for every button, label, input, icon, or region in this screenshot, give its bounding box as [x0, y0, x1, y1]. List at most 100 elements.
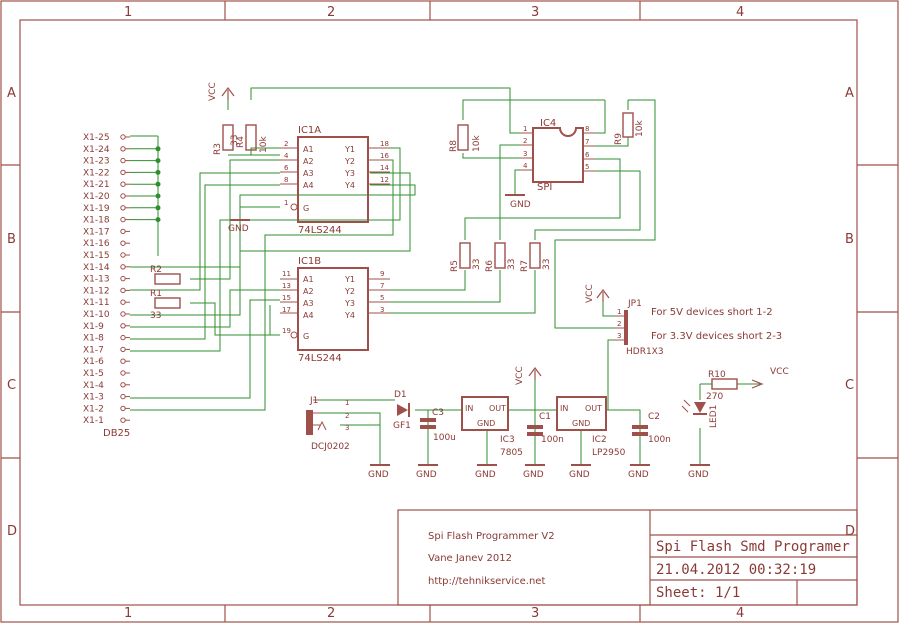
ic1b: IC1B 74LS244 A1 A2 A3 A4 Y1 Y2 Y3 Y4 G 1… [280, 256, 390, 364]
pin-label: Y1 [344, 145, 355, 154]
svg-text:VCC: VCC [585, 284, 595, 303]
svg-text:R1: R1 [150, 289, 162, 299]
pin-label: Y1 [344, 275, 355, 284]
svg-text:For 5V devices short 1-2: For 5V devices short 1-2 [651, 307, 773, 318]
col-label: 2 [327, 606, 335, 621]
connector-pin-label: X1-7 [83, 345, 104, 355]
row-label: C [7, 378, 16, 393]
svg-text:C3: C3 [432, 408, 444, 418]
pin-num: 2 [523, 137, 527, 145]
col-label: 4 [736, 5, 744, 20]
svg-text:GND: GND [523, 470, 544, 480]
connector-pin-label: X1-19 [83, 204, 110, 214]
connector-pin [120, 169, 126, 176]
pin-label: A3 [303, 299, 314, 308]
pin-num: 4 [284, 152, 289, 160]
connector-pin-label: X1-2 [83, 404, 104, 414]
pin-num: 16 [380, 152, 389, 160]
title-line3: http://tehnikservice.net [428, 576, 545, 587]
svg-text:1: 1 [617, 308, 621, 316]
capacitor-c3: C3 100u [420, 408, 456, 443]
svg-text:100n: 100n [541, 435, 564, 445]
gnd-symbol: GND [368, 464, 390, 480]
svg-text:GND: GND [475, 470, 496, 480]
connector-pin-label: X1-18 [83, 216, 110, 226]
svg-text:GND: GND [477, 419, 495, 428]
ic1a-name: IC1A [298, 125, 321, 136]
r3-value: 33 [230, 135, 240, 146]
pin-label: Y2 [344, 287, 355, 296]
gnd-symbol: GND [475, 464, 497, 480]
pin-num: 19 [282, 327, 291, 335]
svg-text:LP2950: LP2950 [592, 448, 626, 458]
pin-num: 12 [380, 176, 389, 184]
connector-pin [120, 405, 126, 412]
svg-text:C2: C2 [648, 412, 660, 422]
led-led1: LED1 [681, 399, 719, 428]
svg-text:1: 1 [345, 399, 349, 407]
svg-text:DCJ0202: DCJ0202 [311, 442, 350, 452]
pin-num: 5 [380, 294, 384, 302]
svg-text:R6: R6 [485, 260, 495, 272]
connector-pin [120, 252, 126, 258]
title-line1: Spi Flash Programmer V2 [428, 531, 555, 542]
pin-label: Y4 [344, 311, 355, 320]
connector-pin [120, 346, 126, 353]
svg-text:GF1: GF1 [393, 421, 411, 431]
connector-pin-label: X1-14 [83, 263, 110, 273]
svg-text:10k: 10k [472, 135, 482, 152]
svg-text:VCC: VCC [208, 82, 218, 101]
connector-pin-label: X1-17 [83, 227, 110, 237]
ic4-name: IC4 [540, 118, 556, 129]
connector-pin-label: X1-9 [83, 322, 104, 332]
pin-num: 7 [380, 282, 384, 290]
svg-text:100n: 100n [648, 435, 671, 445]
capacitor-c1: C1 100n [527, 412, 564, 445]
pin-num: 15 [282, 294, 291, 302]
wires [130, 87, 760, 465]
svg-text:VCC: VCC [770, 367, 789, 377]
ic1a: IC1A 74LS244 A1 A2 A3 A4 Y1 Y2 Y3 Y4 G 2… [280, 125, 390, 236]
svg-text:100u: 100u [433, 433, 456, 443]
resistor-r9: R9 10k [614, 112, 645, 145]
svg-text:R8: R8 [449, 140, 459, 152]
connector-pin-label: X1-23 [83, 157, 110, 167]
pin-label: Y2 [344, 157, 355, 166]
svg-text:OUT: OUT [489, 404, 506, 413]
gnd-symbol: GND [523, 464, 545, 480]
connector-pin-label: X1-6 [83, 357, 104, 367]
resistor-r5: R5 33 [450, 242, 482, 272]
connector-pin [120, 311, 126, 317]
title-block: Spi Flash Programmer V2 Vane Janev 2012 … [397, 509, 858, 606]
resistor-r7: R7 33 [520, 242, 552, 272]
svg-text:JP1: JP1 [627, 299, 642, 309]
connector-pin [120, 393, 126, 400]
svg-text:GND: GND [228, 224, 249, 234]
resistor-r2: R2 [150, 265, 181, 285]
pin-num: 8 [585, 125, 589, 133]
row-label: D [845, 524, 855, 539]
resistor-r10: R10 270 [706, 370, 738, 402]
connector-pin [120, 358, 126, 364]
resistor-r6: R6 33 [485, 242, 517, 272]
connector-pin-label: X1-21 [83, 180, 110, 190]
pin-num: 11 [282, 270, 291, 278]
pin-label: G [303, 332, 309, 341]
connector-pin [120, 134, 126, 140]
connector-pin [120, 146, 126, 152]
connector-pin [120, 228, 126, 235]
pin-label: Y4 [344, 181, 355, 190]
connector-name: DB25 [103, 428, 130, 439]
svg-text:GND: GND [569, 470, 590, 480]
resistor-r1: R1 33 [150, 289, 181, 321]
resistor-r4: R4 10k [236, 124, 269, 153]
connector-pin-label: X1-4 [83, 381, 104, 391]
pin-num: 2 [284, 140, 288, 148]
svg-text:3: 3 [617, 332, 621, 340]
connector-pin-label: X1-13 [83, 275, 110, 285]
pin-num: 6 [585, 151, 590, 159]
drawing-sheet: Sheet: 1/1 [656, 585, 740, 601]
svg-text:J1: J1 [309, 396, 318, 406]
gnd-symbol: GND [569, 464, 591, 480]
connector-pin-label: X1-15 [83, 251, 110, 261]
